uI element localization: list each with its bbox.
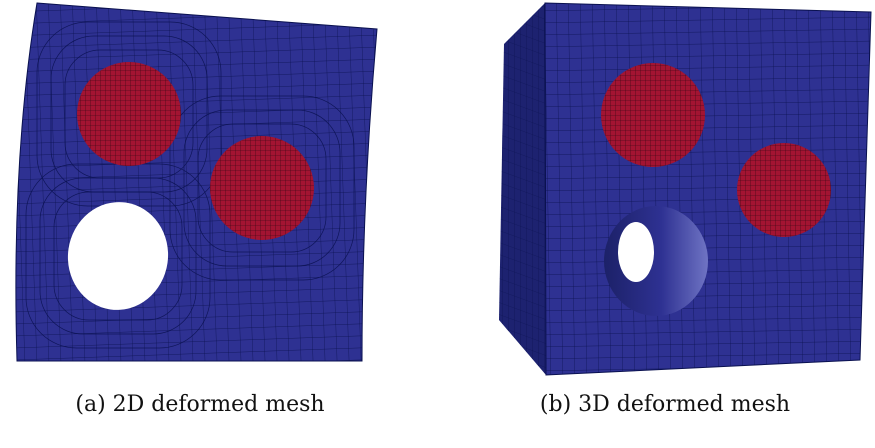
inclusion-top-left [77,62,181,166]
panel-2d-mesh: (a) 2D deformed mesh [0,0,420,448]
inclusion-right [737,143,831,237]
caption-3d: (b) 3D deformed mesh [539,392,791,417]
inclusion-right [210,136,314,240]
caption-2d: (a) 2D deformed mesh [75,392,325,417]
hole [67,202,169,310]
mesh-3d-figure [499,2,872,376]
hole-tunnel [604,206,708,316]
mesh-2d-figure [15,2,378,362]
panel-3d-mesh: (b) 3D deformed mesh [460,0,875,448]
hole-opening [618,222,654,282]
inclusion-top-left [601,63,705,167]
